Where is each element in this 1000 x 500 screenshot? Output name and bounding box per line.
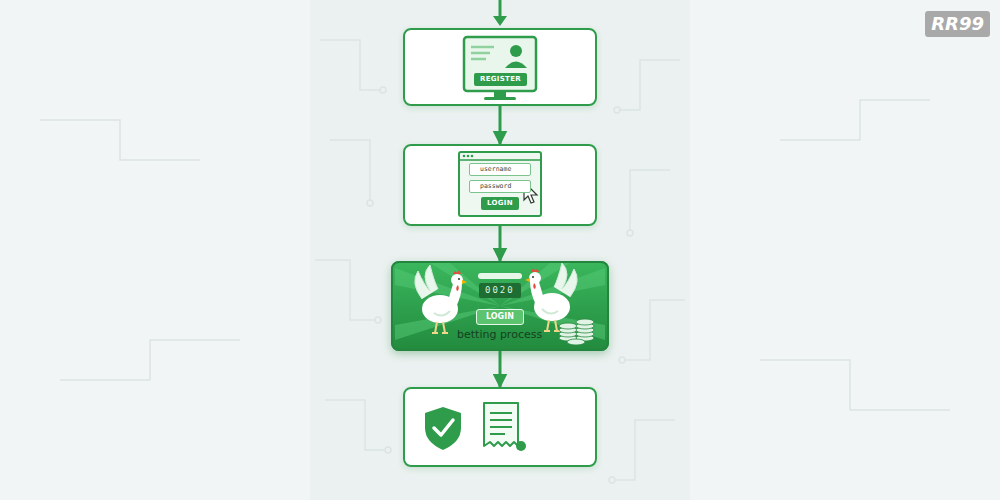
button-label: REGISTER: [474, 73, 527, 86]
flow-arrow: [499, 226, 502, 261]
highlight-box: 0020LOGIN betting process: [391, 261, 609, 351]
process-box: REGISTER: [403, 28, 597, 106]
process-box: username passwordLOGIN: [403, 144, 597, 226]
flow-arrow: [499, 106, 502, 144]
flow-arrow: [499, 351, 502, 387]
button-label: LOGIN: [476, 309, 524, 325]
input-field: username: [469, 163, 531, 176]
process-box: [403, 387, 597, 467]
box-caption: betting process: [455, 328, 544, 341]
score-display: 0020: [479, 283, 521, 298]
brand-logo: RR99: [925, 11, 990, 37]
input-field: password: [469, 180, 531, 193]
button-label: LOGIN: [481, 197, 519, 210]
